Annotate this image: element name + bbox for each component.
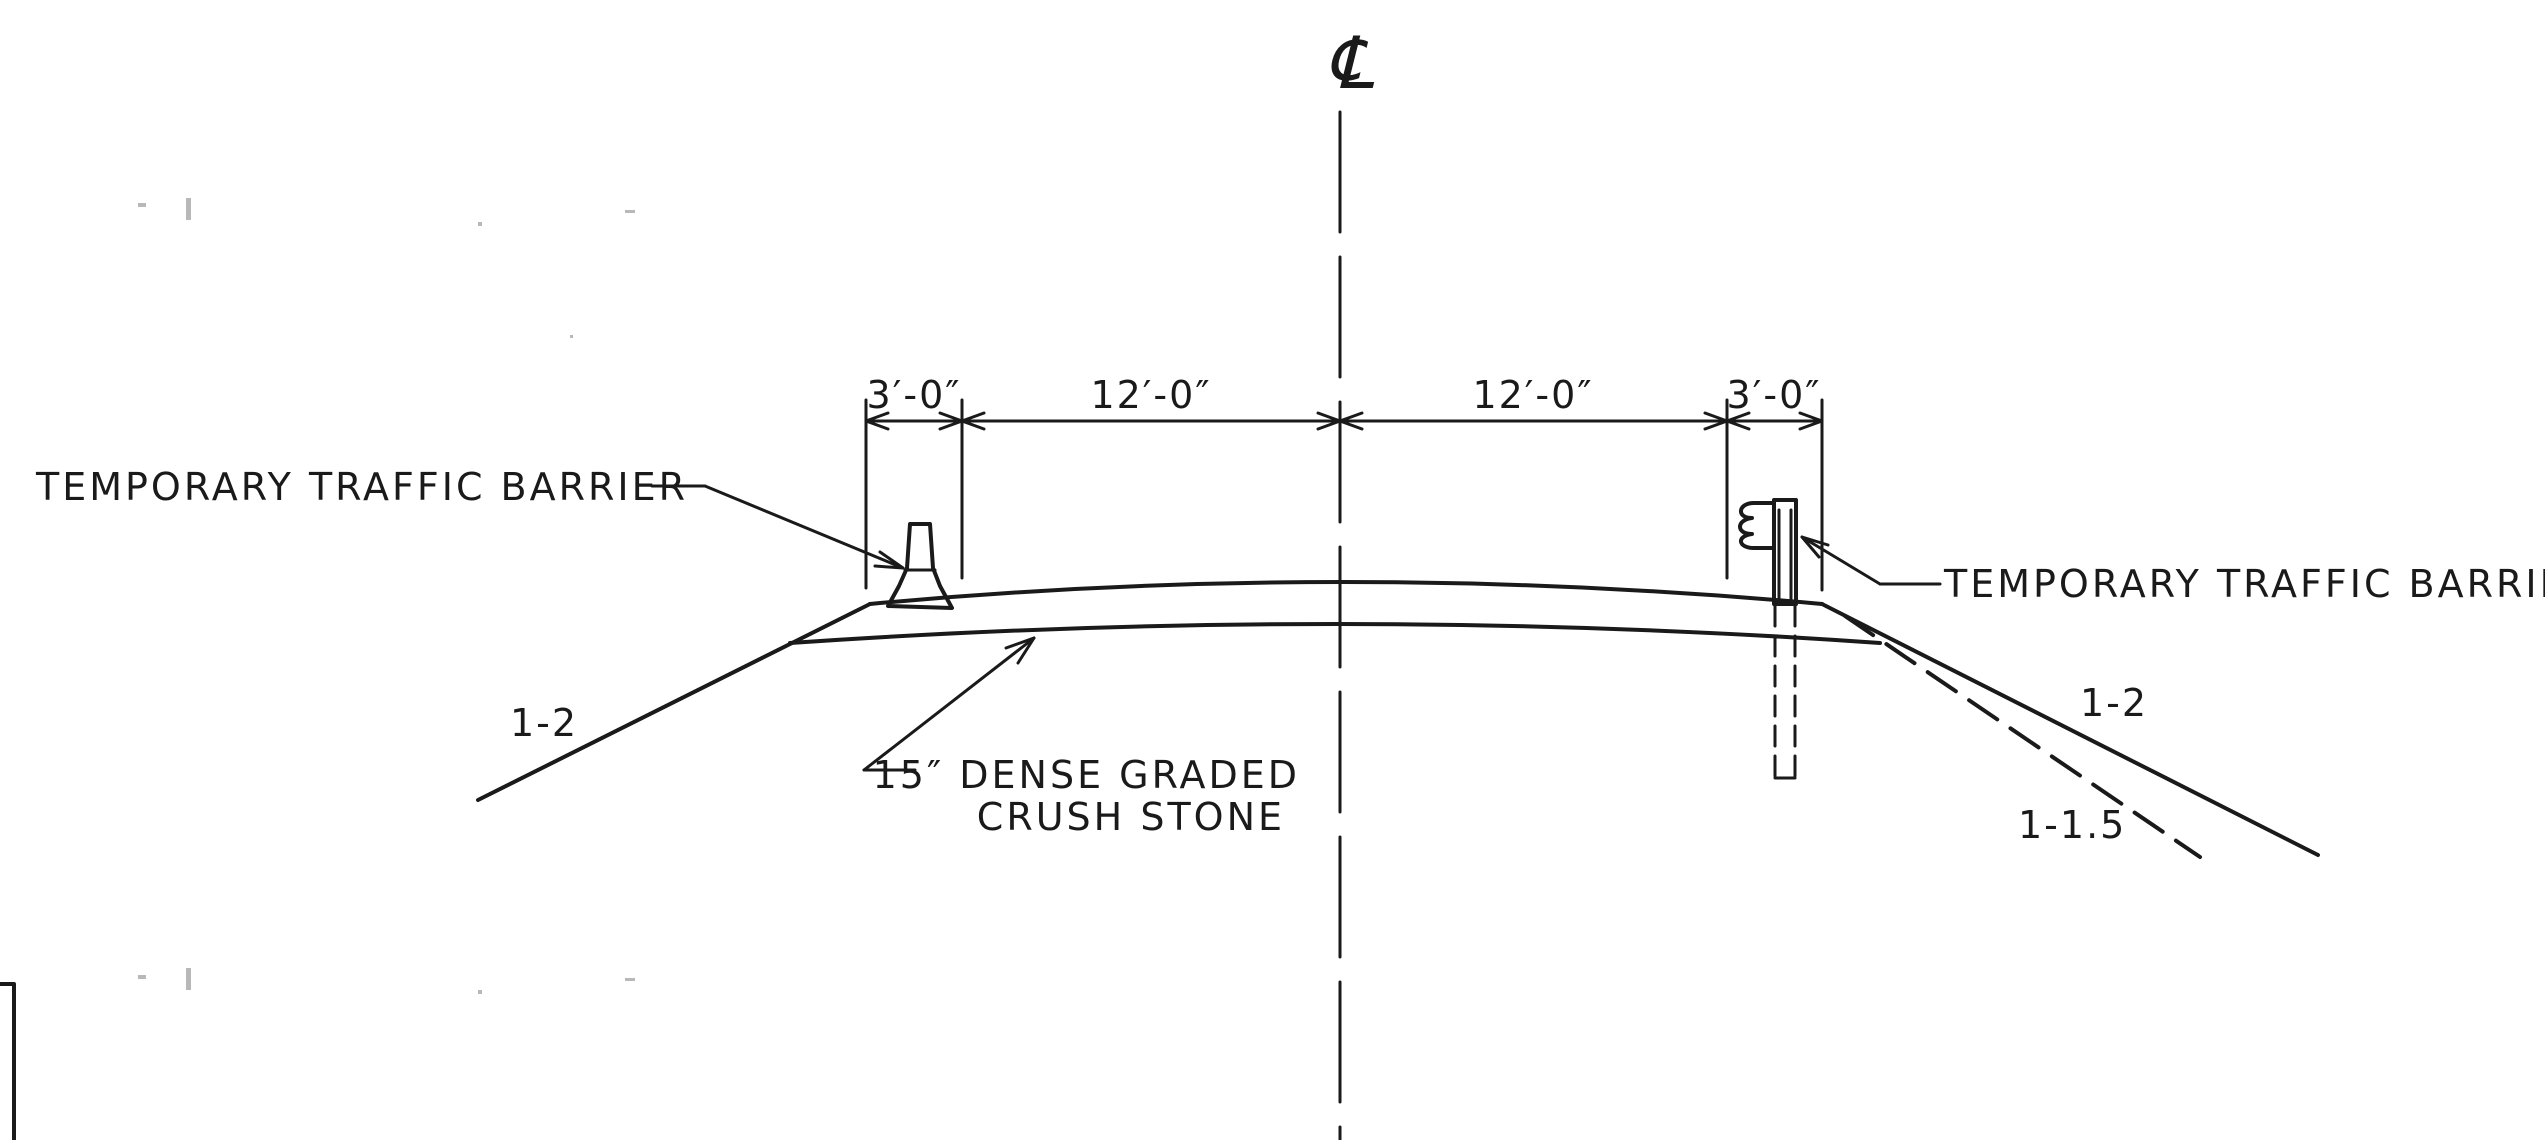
dim-left-lane: 12′-0″: [1090, 373, 1211, 417]
right-dashed-slope-label: 1-1.5: [2018, 803, 2126, 847]
dim-right-lane: 12′-0″: [1472, 373, 1593, 417]
left-slope-label: 1-2: [510, 701, 578, 745]
right-barrier-label: TEMPORARY TRAFFIC BARRIER: [1943, 562, 2545, 606]
sheet-border-fragment: [0, 982, 16, 1140]
left-slope-line: [476, 602, 872, 802]
left-concrete-barrier: [886, 522, 954, 610]
centerline-symbol: ℄: [1327, 21, 1375, 105]
callouts: TEMPORARY TRAFFIC BARRIER TEMPORARY TRAF…: [35, 465, 2545, 847]
scan-noise: [138, 198, 635, 994]
right-dashed-slope-line: [1843, 614, 2202, 859]
stone-label-line1: 15″ DENSE GRADED: [873, 753, 1300, 797]
left-barrier-label: TEMPORARY TRAFFIC BARRIER: [35, 465, 688, 509]
dimension-set: 3′-0″ 12′-0″ 12′-0″ 3′-0″: [864, 373, 1824, 592]
right-slope-line: [1820, 602, 2320, 857]
pavement-surface: [868, 580, 1824, 606]
roadway-section: [476, 580, 2320, 859]
dim-right-shoulder: 3′-0″: [1727, 373, 1822, 417]
right-slope-label: 1-2: [2080, 681, 2148, 725]
dim-left-shoulder: 3′-0″: [867, 373, 962, 417]
stone-base-bottom: [788, 622, 1882, 645]
stone-label-line2: CRUSH STONE: [977, 795, 1285, 839]
right-guardrail-barrier: [1738, 498, 1798, 780]
